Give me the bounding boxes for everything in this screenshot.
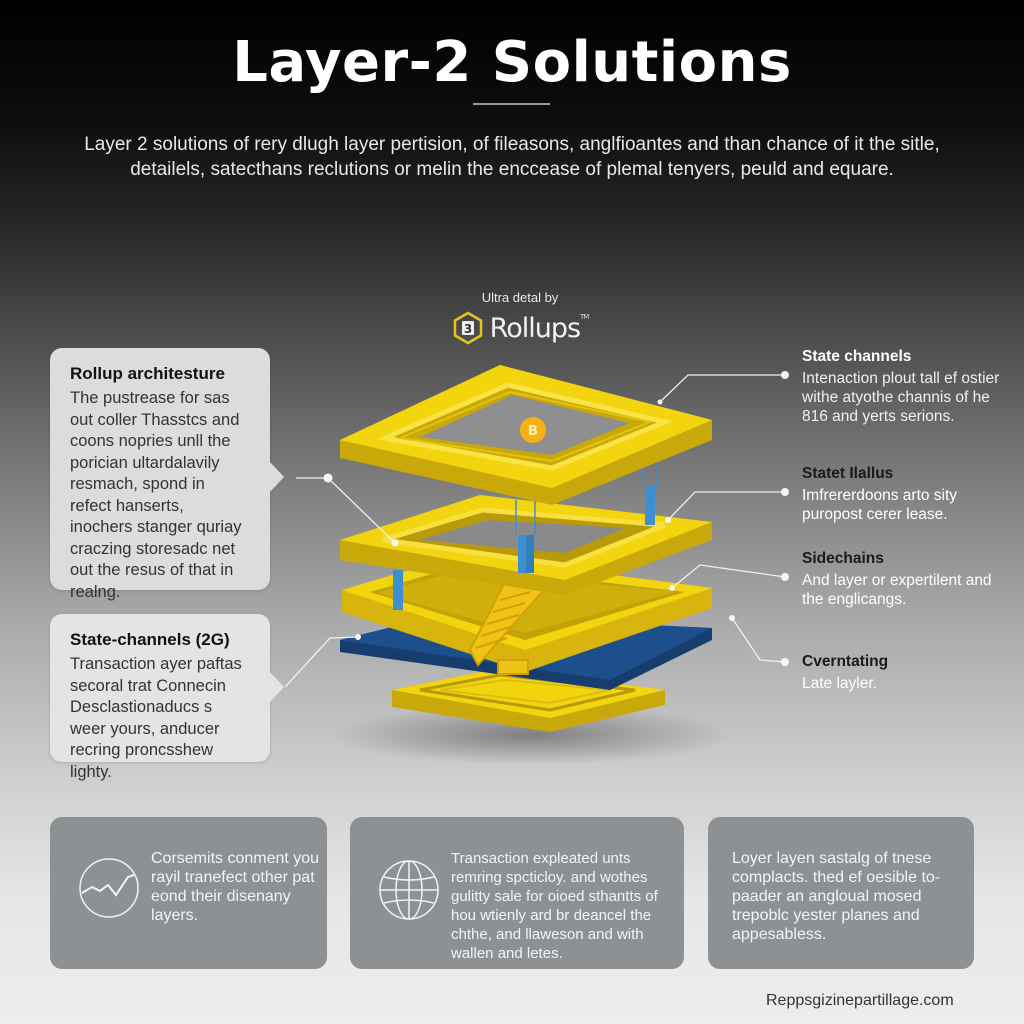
label-title: State channels	[802, 348, 912, 365]
label-body: And layer or expertilent and the englica…	[802, 572, 992, 608]
callout-rollup-architecture: Rollup architesture The pustrease for sa…	[50, 348, 284, 601]
bottom-layer	[392, 668, 665, 732]
callout-title: Rollup architesture	[70, 364, 225, 383]
label-title: Cverntating	[802, 653, 889, 670]
callout-pointer	[268, 460, 284, 494]
brand-name-text: Rollups	[489, 312, 581, 344]
callout-title: State-channels (2G)	[70, 630, 230, 649]
callout-state-channels: State-channels (2G) Transaction ayer paf…	[50, 614, 284, 781]
info-card-consensus: Corsemits conment you rayil tranefect ot…	[50, 817, 327, 969]
trend-line-icon	[79, 858, 139, 918]
callout-pointer	[268, 670, 284, 704]
brand-tagline: Ultra detal by	[481, 290, 559, 305]
svg-text:3: 3	[463, 322, 471, 336]
label-title: Sidechains	[802, 550, 884, 567]
blue-base-layer	[340, 615, 712, 690]
label-title: Statet Ilallus	[802, 465, 894, 482]
drop-shadow	[330, 705, 730, 765]
label-sidechains: Sidechains And layer or expertilent and …	[802, 550, 1002, 609]
page-title: Layer-2 Solutions	[232, 30, 792, 95]
info-card-transaction: Transaction expleated unts remring spcti…	[350, 817, 684, 969]
svg-text:B: B	[528, 424, 538, 439]
label-statet-ilallus: Statet Ilallus Imfrererdoons arto sity p…	[802, 465, 1002, 524]
source-credit: Reppsgizinepartillage.com	[766, 992, 954, 1009]
label-cverntating: Cverntating Late layler.	[802, 653, 1002, 693]
info-card-layer: Loyer layen sastalg of tnese complacts. …	[708, 817, 974, 969]
label-state-channels: State channels Intenaction plout tall ef…	[802, 348, 1002, 426]
callout-body: The pustrease for sas out coller Thasstc…	[70, 389, 242, 601]
callout-body: Transaction ayer paftas secoral trat Con…	[70, 655, 242, 781]
label-body: Late layler.	[802, 675, 877, 692]
card-text: Transaction expleated unts remring spcti…	[451, 850, 658, 962]
title-divider	[473, 103, 550, 105]
middle-frame-layer	[340, 495, 712, 595]
brand-name: RollupsTM	[489, 312, 590, 344]
brand-block: Ultra detal by 3 RollupsTM	[440, 290, 600, 345]
connector-dots	[323, 371, 789, 666]
page-subtitle: Layer 2 solutions of rery dlugh layer pe…	[84, 134, 940, 180]
brand-trademark: TM	[580, 312, 589, 321]
label-body: Intenaction plout tall ef ostier withe a…	[802, 370, 1000, 425]
globe-icon	[379, 860, 439, 920]
label-body: Imfrererdoons arto sity puropost cerer l…	[802, 487, 958, 523]
solid-yellow-layer	[342, 555, 712, 672]
connector-lines	[284, 374, 786, 688]
top-frame-layer	[340, 365, 712, 505]
card-text: Loyer layen sastalg of tnese complacts. …	[732, 850, 941, 943]
bitcoin-coin-icon: B	[520, 417, 546, 443]
hexagon-logo-icon: 3	[453, 311, 482, 345]
card-text: Corsemits conment you rayil tranefect ot…	[151, 850, 320, 924]
staircase	[468, 568, 550, 675]
support-pillars	[393, 465, 658, 610]
